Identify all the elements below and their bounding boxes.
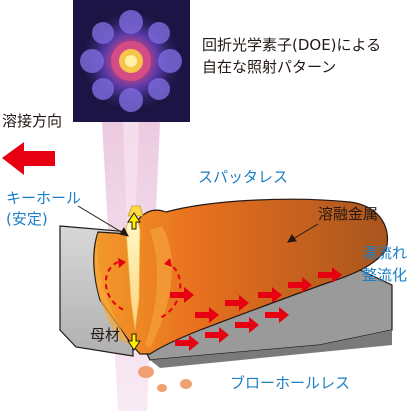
keyhole-label-line2: (安定) [6, 210, 48, 228]
molten-metal-pool [93, 198, 388, 355]
doe-pattern-image [73, 0, 190, 122]
flow-label-line2: 整流化 [362, 266, 408, 284]
molten-metal-label: 溶融金属 [318, 205, 379, 223]
blowhole-less-label: ブローホールレス [230, 374, 351, 392]
doe-caption-line1: 回折光学素子(DOE)による [202, 36, 382, 54]
droplets [138, 366, 192, 392]
right-arrow-icon [170, 267, 342, 351]
base-metal-label: 母材 [90, 326, 121, 344]
doe-caption-line2: 自在な照射パターン [202, 58, 337, 76]
up-arrow-icon [127, 212, 141, 230]
keyhole-leader [77, 205, 129, 237]
keyhole-label-line1: キーホール [6, 189, 82, 207]
welding-direction-label: 溶接方向 [2, 112, 63, 130]
down-arrow-icon [127, 333, 141, 351]
flow-label-line1: 湯流れ [362, 244, 408, 262]
circulation-arrows [104, 261, 182, 319]
spatterless-label: スパッタレス [198, 168, 289, 186]
left-arrow-icon [2, 142, 55, 175]
